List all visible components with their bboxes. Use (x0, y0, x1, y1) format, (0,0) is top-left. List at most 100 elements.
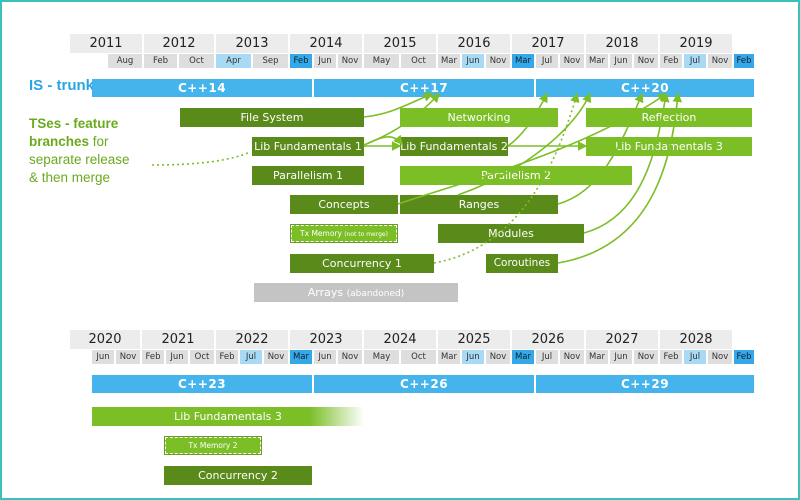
trunk-cpp23: C++23 (92, 375, 312, 393)
bar-lib-fundamentals-1: Lib Fundamentals 1 (252, 137, 364, 156)
year-2016: 2016 (438, 34, 510, 53)
year-2028: 2028 (660, 330, 732, 349)
merge-concurrency-1 (433, 92, 580, 264)
trunk-cpp14: C++14 (92, 79, 312, 97)
merge-modules (583, 92, 670, 234)
month-mar: Mar (512, 54, 534, 68)
month-oct: Oct (401, 54, 436, 68)
month-nov: Nov (708, 350, 732, 364)
bar-coroutines: Coroutines (486, 254, 558, 273)
merge-parallelism-2 (557, 92, 644, 205)
month-jun: Jun (314, 54, 336, 68)
month-feb: Feb (142, 350, 164, 364)
bar-concepts: Concepts (290, 195, 398, 214)
month-may: May (364, 350, 399, 364)
bar-modules: Modules (438, 224, 584, 243)
month-mar: Mar (512, 350, 534, 364)
tses-line-1: TSes - feature (29, 116, 119, 131)
month-nov: Nov (560, 350, 584, 364)
month-jun: Jun (166, 350, 188, 364)
month-jun: Jun (92, 350, 114, 364)
bar-concurrency-1: Concurrency 1 (290, 254, 434, 273)
month-feb: Feb (734, 350, 754, 364)
month-feb: Feb (216, 350, 238, 364)
bar-lib-fundamentals-3-2020: Lib Fundamentals 3 (92, 407, 364, 426)
year-2018: 2018 (586, 34, 658, 53)
month-oct: Oct (190, 350, 214, 364)
month-mar: Mar (290, 350, 312, 364)
year-2012: 2012 (144, 34, 214, 53)
month-nov: Nov (634, 350, 658, 364)
month-mar: Mar (438, 350, 460, 364)
month-oct: Oct (401, 350, 436, 364)
month-nov: Nov (338, 350, 362, 364)
month-nov: Nov (116, 350, 140, 364)
month-mar: Mar (586, 350, 608, 364)
trunk-cpp17: C++17 (314, 79, 534, 97)
year-2021: 2021 (142, 330, 214, 349)
month-mar: Mar (586, 54, 608, 68)
merge-concepts (397, 93, 668, 205)
trunk-cpp29: C++29 (536, 375, 754, 393)
bar-arrays: Arrays (abandoned) (254, 283, 458, 302)
bar-lib-fundamentals-3: Lib Fundamentals 3 (586, 137, 752, 156)
year-2022: 2022 (216, 330, 288, 349)
month-jun: Jun (610, 54, 632, 68)
month-jun: Jun (314, 350, 336, 364)
year-2011: 2011 (70, 34, 142, 53)
tses-line-4: & then merge (29, 170, 111, 185)
month-jun: Jun (462, 350, 484, 364)
year-2024: 2024 (364, 330, 436, 349)
tses-line-3: separate release (29, 152, 130, 167)
merge-ranges (457, 92, 591, 196)
bar-file-system: File System (180, 108, 364, 127)
tx-memory-label: Tx Memory (300, 229, 342, 238)
tses-line-2: branches for (29, 133, 130, 151)
tses-label: TSes - feature branches for separate rel… (29, 115, 130, 187)
arrays-note: (abandoned) (346, 289, 405, 299)
month-oct: Oct (179, 54, 214, 68)
month-nov: Nov (634, 54, 658, 68)
tses-bold-text: branches (29, 134, 90, 149)
month-nov: Nov (708, 54, 732, 68)
month-sep: Sep (253, 54, 288, 68)
year-2013: 2013 (216, 34, 288, 53)
year-2015: 2015 (364, 34, 436, 53)
month-feb: Feb (660, 54, 682, 68)
bar-reflection: Reflection (586, 108, 752, 127)
bar-concurrency-2: Concurrency 2 (164, 466, 312, 485)
bar-lib-fundamentals-2: Lib Fundamentals 2 (400, 137, 508, 156)
month-jul: Jul (684, 350, 706, 364)
merge-parallelism-1 (363, 134, 404, 146)
year-2025: 2025 (438, 330, 510, 349)
month-feb: Feb (144, 54, 177, 68)
month-aug: Aug (108, 54, 142, 68)
year-2023: 2023 (290, 330, 362, 349)
tx-memory-note: (not to merge) (344, 231, 388, 238)
month-jun: Jun (610, 350, 632, 364)
month-jul: Jul (684, 54, 706, 68)
year-2020: 2020 (70, 330, 140, 349)
trunk-cpp20: C++20 (536, 79, 754, 97)
month-nov: Nov (486, 350, 510, 364)
month-may: May (364, 54, 399, 68)
merge-file-system (363, 92, 434, 118)
tses-rest-text: for (89, 134, 109, 149)
month-mar: Mar (438, 54, 460, 68)
month-feb: Feb (734, 54, 754, 68)
month-feb: Feb (660, 350, 682, 364)
month-jul: Jul (536, 54, 558, 68)
month-nov: Nov (560, 54, 584, 68)
bar-networking: Networking (400, 108, 558, 127)
trunk-cpp26: C++26 (314, 375, 534, 393)
trunk-label: IS - trunk (29, 77, 95, 94)
month-jul: Jul (240, 350, 262, 364)
year-2026: 2026 (512, 330, 584, 349)
month-feb: Feb (290, 54, 312, 68)
month-nov: Nov (264, 350, 288, 364)
bar-tx-memory: Tx Memory (not to merge) (290, 224, 398, 243)
year-2027: 2027 (586, 330, 658, 349)
tses-pointer (151, 151, 251, 166)
